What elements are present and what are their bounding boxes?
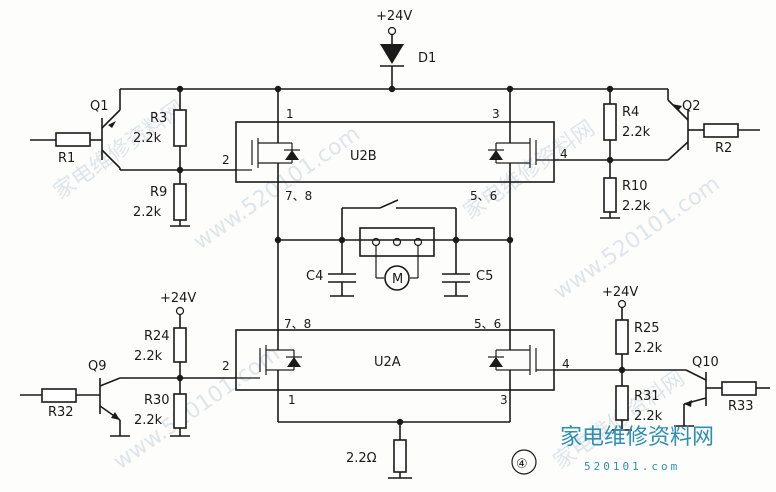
supply-top <box>380 26 404 89</box>
r31-value: 2.2k <box>634 409 663 424</box>
u2b-label: U2B <box>350 149 377 164</box>
r33-label: R33 <box>728 399 754 414</box>
q2-label: Q2 <box>682 99 701 114</box>
r1-label: R1 <box>58 151 75 166</box>
sense-resistor-value: 2.2Ω <box>346 451 377 466</box>
q1-label: Q1 <box>90 99 109 114</box>
u2a-pin1: 1 <box>288 393 296 407</box>
u2a-pin4: 4 <box>562 357 570 371</box>
r33-resistor <box>721 381 757 396</box>
diode-d1 <box>380 44 404 64</box>
r3-value: 2.2k <box>133 131 162 146</box>
q1-transistor <box>101 89 121 170</box>
u2a-pin3: 3 <box>500 393 508 407</box>
svg-text:家电维修资料网: 家电维修资料网 <box>459 116 600 225</box>
q9-label: Q9 <box>88 359 107 374</box>
r2-label: R2 <box>715 141 732 156</box>
r9-value: 2.2k <box>133 205 162 220</box>
u2a-chip <box>235 329 555 391</box>
u2b-pin3: 3 <box>492 107 500 121</box>
figure-number-circle <box>511 449 537 475</box>
r24-value: 2.2k <box>134 349 163 364</box>
r10-value: 2.2k <box>622 199 651 214</box>
switch <box>341 199 457 240</box>
r9-resistor <box>173 183 187 221</box>
q9-transistor <box>99 377 130 437</box>
u2b-pin1: 1 <box>286 107 294 121</box>
r10-resistor <box>603 177 617 213</box>
r30-resistor <box>173 393 187 429</box>
supply-top-label: +24V <box>376 9 412 24</box>
motor-label: M <box>392 272 403 287</box>
diode-label: D1 <box>418 51 436 66</box>
u2a-pin78: 7、8 <box>284 317 311 331</box>
supply-left-label: +24V <box>160 291 196 306</box>
r2-resistor <box>703 123 739 138</box>
u2b-pin56: 5、6 <box>470 189 497 203</box>
r24-label: R24 <box>144 329 170 344</box>
r30-value: 2.2k <box>134 413 163 428</box>
svg-text:家电维修资料网: 家电维修资料网 <box>560 425 714 450</box>
brand-logo: 家电维修资料网 520101.com <box>560 425 714 473</box>
r3-label: R3 <box>150 111 167 126</box>
r4-resistor <box>603 103 617 141</box>
r25-value: 2.2k <box>634 341 663 356</box>
u2a-pin56: 5、6 <box>474 317 501 331</box>
r3-resistor <box>173 109 187 147</box>
u2b-pin2: 2 <box>222 153 230 167</box>
svg-text:520101.com: 520101.com <box>584 460 680 473</box>
c5-label: C5 <box>476 269 493 284</box>
q10-label: Q10 <box>692 355 719 370</box>
svg-text:www.520101.com: www.520101.com <box>189 121 365 254</box>
u2a-mosfet-right <box>488 330 554 422</box>
r9-label: R9 <box>150 185 167 200</box>
u2b-chip <box>235 121 555 183</box>
u2b-mosfet-right <box>488 89 554 240</box>
c4-label: C4 <box>306 269 323 284</box>
r30-label: R30 <box>144 393 170 408</box>
r4-label: R4 <box>622 105 639 120</box>
r1-resistor <box>55 132 91 147</box>
r32-label: R32 <box>48 405 74 420</box>
r25-resistor <box>615 319 629 355</box>
r32-resistor <box>41 388 77 403</box>
supply-right-label: +24V <box>602 285 638 300</box>
u2b-pin4: 4 <box>560 147 568 161</box>
motor-connector <box>359 227 435 257</box>
sense-resistor <box>393 439 407 473</box>
q2-transistor <box>667 89 689 161</box>
r24-resistor <box>173 327 187 363</box>
r31-resistor <box>615 385 629 421</box>
u2a-pin2: 2 <box>222 359 230 373</box>
u2a-mosfet-left <box>236 330 302 422</box>
q10-transistor <box>674 369 707 427</box>
r10-label: R10 <box>622 179 648 194</box>
r31-label: R31 <box>634 389 660 404</box>
figure-number: ④ <box>516 457 528 472</box>
r25-label: R25 <box>634 321 660 336</box>
u2b-mosfet-left <box>236 89 300 240</box>
motor <box>384 265 410 291</box>
r4-value: 2.2k <box>622 125 651 140</box>
u2a-label: U2A <box>374 355 401 370</box>
u2b-pin78: 7、8 <box>285 189 312 203</box>
